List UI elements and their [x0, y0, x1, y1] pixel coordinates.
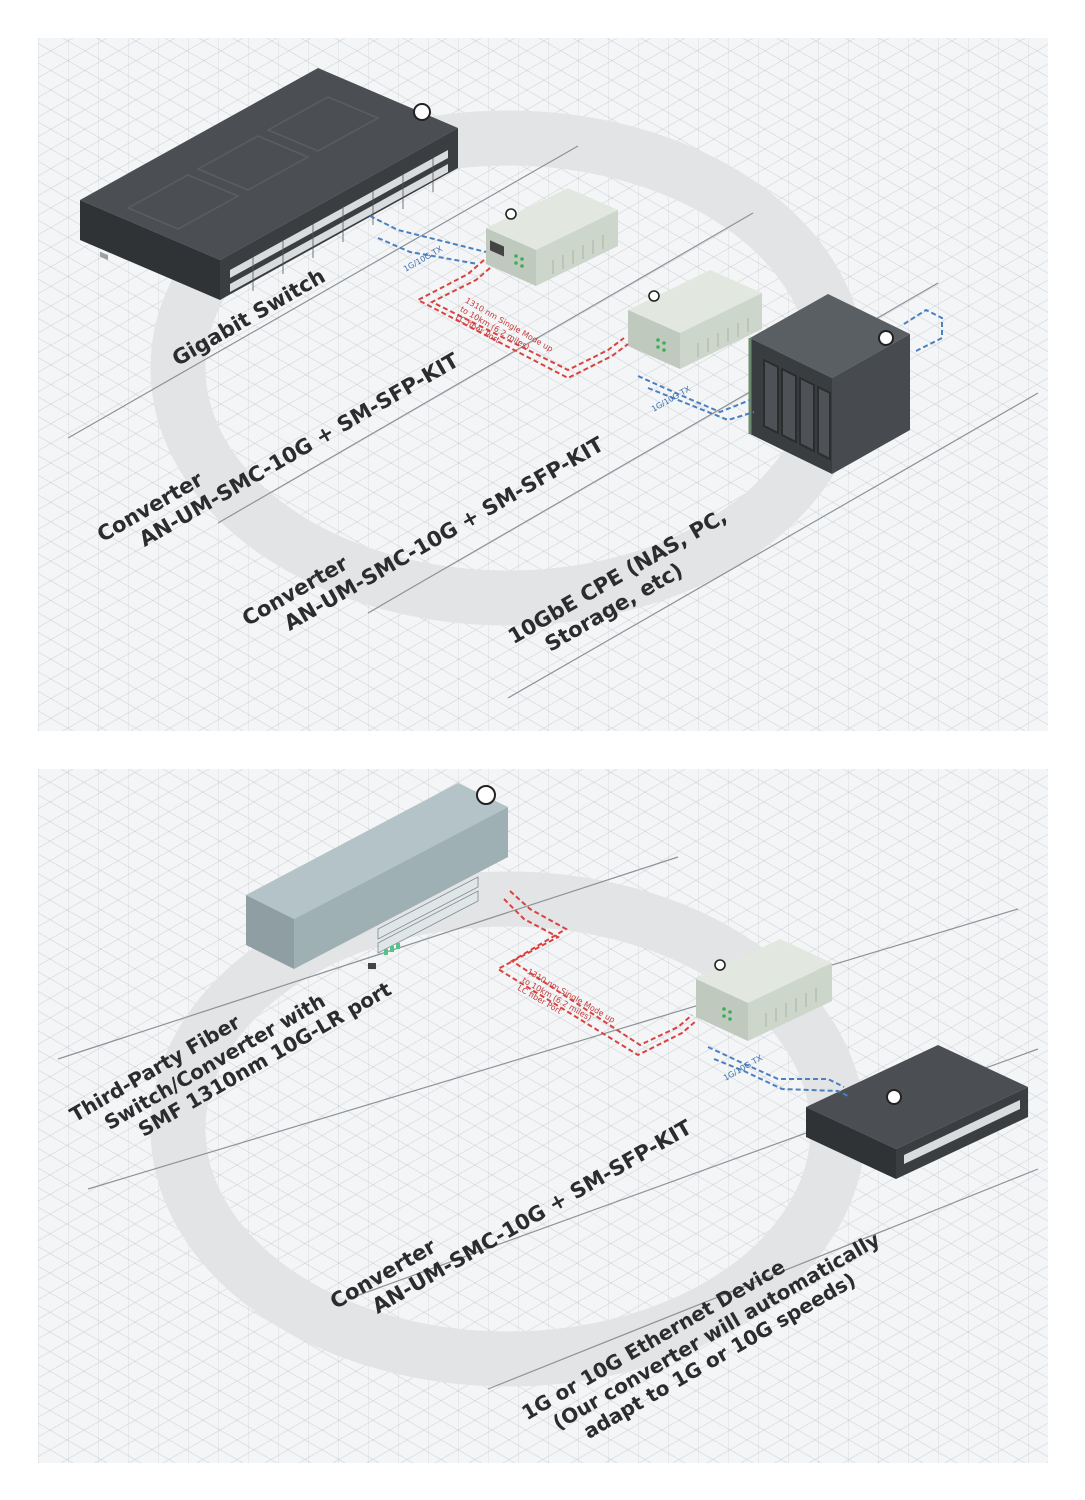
ethernet-switch-device: [806, 1045, 1028, 1179]
brand-logo-icon: [648, 290, 660, 302]
switch-port-rows: [230, 150, 448, 292]
converter2-device: [628, 270, 762, 369]
copper-links: [369, 215, 943, 422]
nas-storage-device: [748, 294, 910, 474]
gigabit-switch-device: [80, 68, 458, 300]
brand-logo-icon: [878, 330, 894, 346]
fiber-links: [415, 259, 629, 380]
converter-device: [696, 939, 832, 1041]
bottom-diagram-panel: Third-Party Fiber Switch/Converter with …: [38, 769, 1048, 1463]
copper-links: [707, 1046, 851, 1098]
fiber-switch-device: [246, 783, 508, 969]
brand-logo-icon: [505, 208, 517, 220]
top-diagram-artwork: [67, 68, 1039, 699]
brand-logo-icon: [886, 1089, 902, 1105]
converter1-device: [486, 188, 618, 286]
brand-logo-icon: [413, 103, 431, 121]
bottom-diagram-artwork: [57, 783, 1039, 1390]
fiber-links: [495, 890, 697, 1057]
top-diagram-panel: Gigabit Switch Converter AN-UM-SMC-10G +…: [38, 38, 1048, 731]
brand-logo-icon: [714, 959, 726, 971]
brand-logo-icon: [476, 785, 496, 805]
